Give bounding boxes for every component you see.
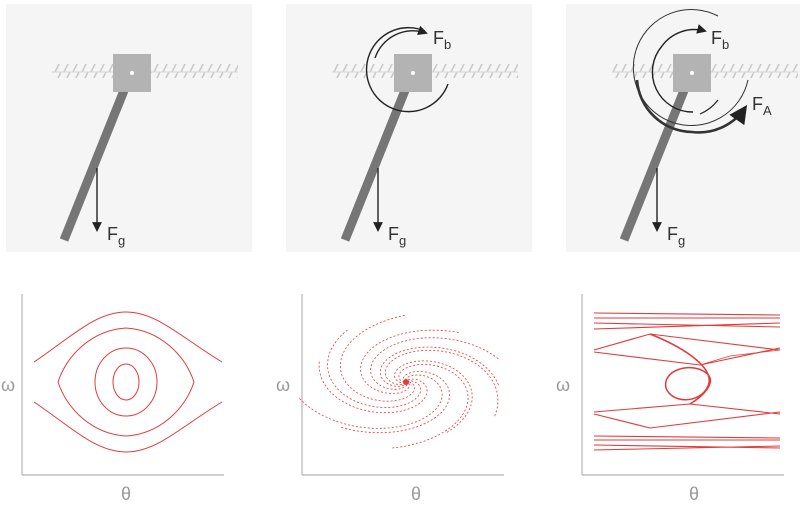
gravity-label: Fg xyxy=(667,224,685,248)
separatrix xyxy=(33,311,223,363)
phase-plot-driven: ω θ xyxy=(556,294,784,504)
pendulum-rod xyxy=(59,71,136,242)
y-axis-label: ω xyxy=(556,375,570,395)
pendulum-panel-free: Fg xyxy=(6,4,252,252)
curved-arrow-icon xyxy=(374,25,428,59)
x-axis-label: θ xyxy=(689,484,699,504)
trajectory xyxy=(593,403,781,429)
pendulum-rod xyxy=(619,71,696,242)
trajectory xyxy=(699,349,781,366)
separatrix xyxy=(33,401,223,453)
pivot-pin xyxy=(411,71,415,75)
spiral-trajectory xyxy=(318,361,428,414)
spiral-trajectory xyxy=(394,360,473,433)
x-axis-label: θ xyxy=(411,484,421,504)
pendulum-panel-damped: Fb Fg xyxy=(286,4,532,252)
gravity-label: Fg xyxy=(107,224,125,248)
y-axis-label: ω xyxy=(1,375,15,395)
panel-background xyxy=(6,4,252,252)
pendulum-rod xyxy=(340,71,417,242)
orbit xyxy=(94,347,158,417)
trajectory xyxy=(593,333,781,366)
phase-trajectories xyxy=(33,311,223,453)
phase-plot-free: ω θ xyxy=(1,294,224,504)
spiral-trajectory xyxy=(379,346,499,387)
spiral-trajectory xyxy=(385,349,499,417)
panel-background xyxy=(566,4,800,252)
spiral-trajectory xyxy=(370,337,499,390)
phase-trajectories xyxy=(593,312,781,451)
gravity-label: Fg xyxy=(388,224,406,248)
y-axis-label: ω xyxy=(276,375,290,395)
phase-trajectories xyxy=(299,315,499,449)
spiral-trajectory xyxy=(360,329,459,394)
phase-plot-damped: ω θ xyxy=(276,294,504,504)
driving-label: FA xyxy=(752,94,772,118)
spiral-trajectory xyxy=(327,329,421,408)
pivot-pin xyxy=(130,71,134,75)
spiral-trajectory xyxy=(299,374,443,429)
pivot-pin xyxy=(690,71,694,75)
curved-arrow-icon xyxy=(651,24,707,113)
damping-arc-tail xyxy=(699,99,719,115)
damping-arc xyxy=(365,26,449,113)
curved-arrow-icon xyxy=(635,79,748,134)
panel-background xyxy=(286,4,532,252)
trajectory xyxy=(649,333,712,405)
band-bottom xyxy=(593,435,781,451)
fixed-point xyxy=(403,379,409,385)
orbit xyxy=(112,363,140,401)
damping-label: Fb xyxy=(711,28,729,52)
x-axis-label: θ xyxy=(121,484,131,504)
band-top xyxy=(593,312,781,330)
pendulum-panel-driven: Fb FA Fg xyxy=(566,4,800,252)
spiral-trajectory xyxy=(341,370,451,434)
damping-label: Fb xyxy=(433,28,451,52)
spiral-trajectory xyxy=(392,364,469,449)
spiral-trajectory xyxy=(339,315,415,402)
orbit xyxy=(57,327,195,437)
